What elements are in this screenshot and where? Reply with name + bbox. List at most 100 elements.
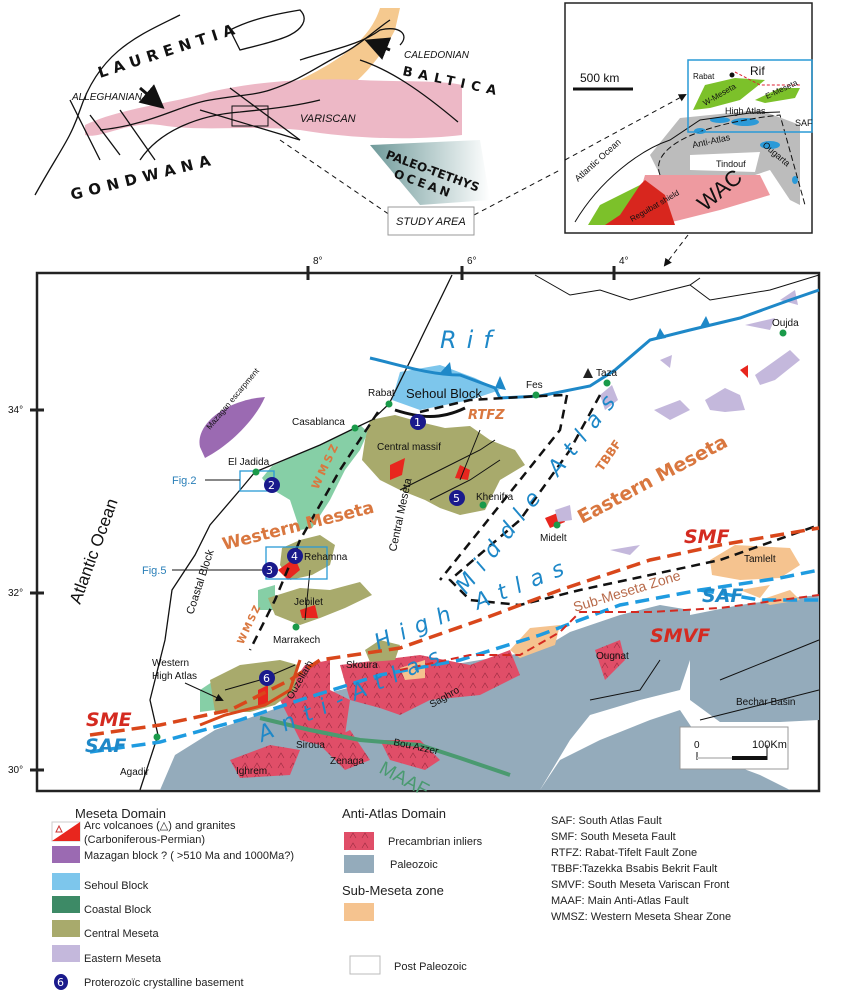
basement-3: 3 — [266, 564, 273, 577]
place-ighrem: Ighrem — [236, 766, 267, 777]
main-map: 8° 6° 4° 34° 32° 30° Mazagan escarpment — [8, 256, 821, 801]
inset-tindouf — [690, 152, 760, 172]
bechar-basin — [690, 595, 819, 722]
legend-central-swatch — [52, 920, 80, 937]
legend-coastal-swatch — [52, 896, 80, 913]
place-rehamna: Rehamna — [304, 552, 348, 563]
basement-markers: 1 2 3 4 5 6 — [259, 414, 465, 686]
place-siroua: Siroua — [296, 740, 325, 751]
city-agadir: Agadir — [120, 767, 150, 778]
coastal-block — [262, 425, 368, 530]
basement-4: 4 — [291, 550, 298, 563]
city-midelt: Midelt — [540, 533, 567, 544]
eastern-meseta-areas — [555, 290, 800, 555]
study-area-label: STUDY AREA — [396, 216, 466, 228]
fig2-label[interactable]: Fig.2 — [172, 475, 196, 487]
inset-w-meseta — [693, 78, 765, 110]
caledonian-label: CALEDONIAN — [404, 50, 470, 61]
legend-sehoul: Sehoul Block — [84, 880, 149, 892]
rtfz-label: RTFZ — [468, 408, 505, 423]
place-zenaga: Zenaga — [330, 756, 364, 767]
city-fes: Fes — [526, 380, 543, 391]
inset-rif: Rif — [750, 64, 765, 78]
saf-fault — [89, 568, 820, 754]
place-skoura: Skoura — [346, 660, 378, 671]
legend-post-paleozoic-swatch — [349, 955, 381, 975]
legend-sehoul-swatch — [52, 873, 80, 890]
lat-tick-30: 30° — [8, 765, 23, 776]
legend-arc-1: Arc volcanoes (△) and granites — [84, 820, 236, 832]
rif-label: Rif — [440, 326, 502, 354]
saf-label: SAF — [702, 585, 743, 607]
smvf-fault — [399, 594, 820, 671]
place-tamlelt: Tamlelt — [744, 554, 776, 565]
legend-mazagan-swatch — [52, 846, 80, 863]
legend-basement-number: 6 — [57, 976, 64, 989]
legend-coastal: Coastal Block — [84, 904, 152, 916]
smf-fault — [89, 526, 820, 737]
inset-high-atlas: High Atlas — [725, 106, 766, 116]
place-bechar: Bechar Basin — [736, 697, 795, 708]
legend-sub-meseta-title: Sub-Meseta zone — [342, 883, 444, 898]
inset-scale-label: 500 km — [580, 71, 619, 85]
basement-5: 5 — [453, 492, 460, 505]
place-western-high-atlas-1: Western — [152, 658, 189, 669]
lat-tick-32: 32° — [8, 588, 23, 599]
legend-anti-atlas-title: Anti-Atlas Domain — [342, 806, 446, 821]
inset-study-box — [687, 59, 813, 133]
city-marrakech: Marrakech — [273, 635, 320, 646]
legend-paleozoic: Paleozoic — [390, 859, 438, 871]
legend-mazagan: Mazagan block ? ( >510 Ma and 1000Ma?) — [84, 850, 294, 862]
scale-end: 100Km — [752, 739, 787, 751]
basement-6: 6 — [263, 672, 270, 685]
maaf-fault — [259, 716, 511, 777]
fig5-box[interactable] — [265, 546, 328, 580]
inset-green-coast — [588, 185, 640, 225]
legend-precambrian-swatch — [344, 832, 374, 850]
legend-sub-meseta-swatch — [344, 903, 374, 921]
paleo-tethys-ocean — [370, 140, 490, 205]
abbr-tbbf: TBBF:Tazekka Bsabis Bekrit Fault — [551, 863, 717, 875]
city-rabat: Rabat — [368, 388, 395, 399]
inset-tindouf: Tindouf — [716, 159, 746, 169]
sehoul-block — [392, 365, 500, 410]
city-oujda: Oujda — [772, 318, 799, 329]
city-el-jadida: El Jadida — [228, 457, 270, 468]
lon-tick-8: 8° — [313, 256, 323, 267]
legend: Meseta Domain Arc volcanoes (△) and gran… — [51, 806, 731, 990]
paleogeographic-inset: LAURENTIA ALLEGHANIAN VARISCAN CALEDONIA… — [34, 8, 561, 236]
abbr-maaf: MAAF: Main Anti-Atlas Fault — [551, 895, 689, 907]
africa-inset: 500 km Rabat Rif W-Meseta E-Meseta High … — [564, 2, 813, 267]
mazagan-escarpment — [199, 397, 265, 458]
paleozoic-south — [540, 710, 790, 790]
legend-post-paleozoic: Post Paleozoic — [394, 961, 467, 973]
variscan-label: VARISCAN — [300, 113, 356, 125]
smf-label: SMF — [684, 526, 730, 548]
city-casablanca: Casablanca — [292, 417, 345, 428]
legend-precambrian: Precambrian inliers — [388, 836, 483, 848]
place-ougnat: Ougnat — [596, 651, 629, 662]
abbr-smvf: SMVF: South Meseta Variscan Front — [551, 879, 729, 891]
coastline — [139, 274, 453, 791]
abbr-smf: SMF: South Meseta Fault — [551, 831, 676, 843]
legend-arc-swatch — [51, 821, 81, 842]
abbr-rtfz: RTFZ: Rabat-Tifelt Fault Zone — [551, 847, 697, 859]
central-massif-label: Central massif — [377, 442, 441, 453]
legend-central: Central Meseta — [84, 928, 159, 940]
smvf-label: SMVF — [650, 625, 710, 647]
abbr-saf: SAF: South Atlas Fault — [551, 815, 662, 827]
inset-saf: SAF — [795, 118, 813, 128]
fig5-label[interactable]: Fig.5 — [142, 565, 166, 577]
basement-1: 1 — [414, 416, 421, 429]
place-western-high-atlas-2: High Atlas — [152, 671, 197, 682]
sehoul-label: Sehoul Block — [406, 386, 482, 401]
legend-arc-2: (Carboniferous-Permian) — [84, 834, 205, 846]
sme-label: SME — [86, 709, 132, 731]
laurentia-label: LAURENTIA — [96, 19, 243, 82]
alleghanian-label: ALLEGHANIAN — [71, 92, 143, 103]
legend-eastern-swatch — [52, 945, 80, 962]
city-markers — [153, 329, 787, 741]
inset-rabat: Rabat — [693, 72, 715, 81]
lat-tick-34: 34° — [8, 405, 23, 416]
